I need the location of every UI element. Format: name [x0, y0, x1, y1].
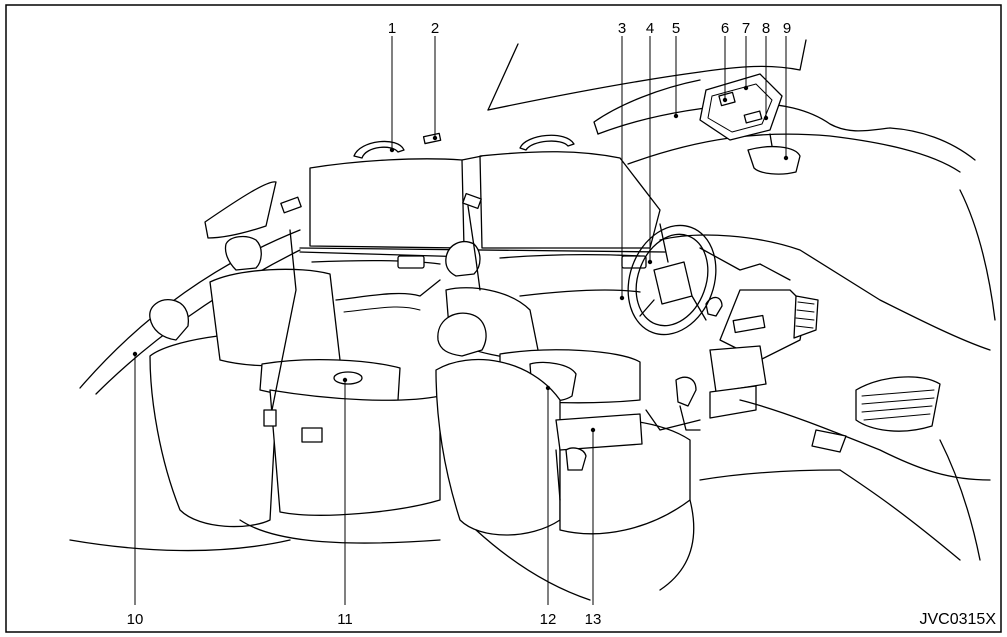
callout-8: 8 [762, 20, 770, 37]
callout-10: 10 [127, 611, 144, 628]
front-grab-handle [519, 134, 575, 151]
steering-wheel [627, 223, 717, 336]
overhead-console [699, 73, 783, 141]
figure-code: JVC0315X [920, 611, 997, 628]
callout-6: 6 [721, 20, 729, 37]
leader-lines [132, 36, 789, 605]
center-console [555, 413, 643, 501]
rear-seat [69, 196, 441, 552]
callout-7: 7 [742, 20, 750, 37]
figure-frame [5, 4, 1002, 633]
side-windows [299, 151, 666, 253]
callout-13: 13 [585, 611, 602, 628]
rear-pillar [204, 181, 277, 239]
callout-11: 11 [337, 611, 353, 628]
dashboard [645, 189, 996, 561]
callout-1: 1 [388, 20, 396, 37]
doors [299, 251, 647, 313]
callout-2: 2 [431, 20, 439, 37]
callout-labels: 1 2 3 4 5 6 7 8 9 10 11 12 13 [127, 20, 792, 628]
windshield-and-roof [487, 39, 976, 173]
rear-grab-handle [353, 140, 405, 159]
rearview-mirror [747, 133, 801, 175]
callout-5: 5 [672, 20, 680, 37]
callout-4: 4 [646, 20, 654, 37]
callout-12: 12 [540, 611, 557, 628]
callout-9: 9 [783, 20, 791, 37]
callout-3: 3 [618, 20, 626, 37]
map-light [422, 132, 442, 145]
